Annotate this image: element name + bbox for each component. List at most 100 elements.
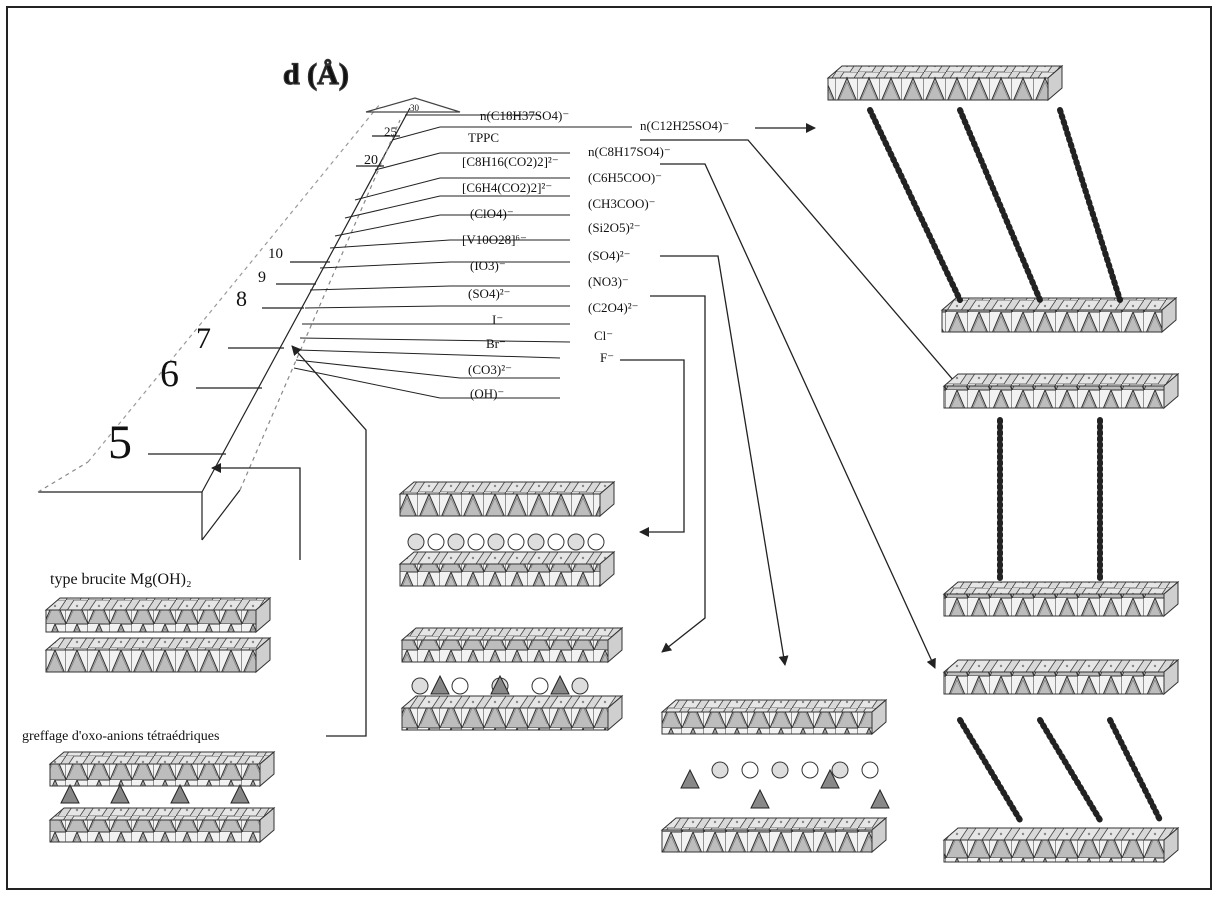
tetrahedral-oxoanion — [110, 783, 130, 804]
anion-label: n(C8H17SO4)⁻ — [588, 144, 671, 159]
interlayer-anion — [487, 533, 505, 551]
arrow-to-halide-structure — [620, 359, 685, 537]
arrow-to-so4-tetra-structure — [660, 255, 789, 666]
anion-label: TPPC — [468, 130, 499, 145]
surfactant-chain — [1057, 107, 1123, 303]
tick-label-20: 20 — [364, 153, 378, 168]
anion-label: (C2O4)²⁻ — [588, 300, 638, 315]
layer-structures — [44, 64, 1180, 864]
ldh-layer — [942, 580, 1180, 618]
ldh-layer — [940, 296, 1178, 334]
ldh-layer — [398, 550, 616, 588]
tetrahedral-oxoanion — [490, 674, 510, 695]
interlayer-anion — [861, 761, 879, 779]
tick-label-30: 30 — [410, 103, 420, 113]
interlayer-anion — [771, 761, 789, 779]
ldh-layer — [400, 626, 624, 664]
ldh-layer — [826, 64, 1064, 102]
anion-labels-left: n(C18H37SO4)⁻ TPPC [C8H16(CO2)2]²⁻ [C6H4… — [462, 108, 569, 401]
interlayer-anion — [547, 533, 565, 551]
arrow-to-c8-structure — [660, 163, 936, 669]
surfactant-chain — [957, 107, 1043, 303]
tetrahedral-oxoanion — [550, 674, 570, 695]
tick-label-6: 6 — [160, 353, 179, 395]
interlayer-anion — [587, 533, 605, 551]
interlayer-anion — [507, 533, 525, 551]
anion-label: [V10O28]⁶⁻ — [462, 232, 527, 247]
interlayer-anion — [467, 533, 485, 551]
tetrahedral-oxoanion — [870, 788, 890, 809]
anion-label: n(C12H25SO4)⁻ — [640, 118, 729, 133]
ldh-layer — [400, 694, 624, 732]
anion-label: (C6H5COO)⁻ — [588, 170, 662, 185]
interlayer-anion — [801, 761, 819, 779]
interlayer-anion — [571, 677, 589, 695]
anion-label: Br⁻ — [486, 336, 506, 351]
arrow-brucite — [211, 463, 301, 560]
interlayer-anion — [711, 761, 729, 779]
interlayer-anion — [407, 533, 425, 551]
interlayer-anion — [741, 761, 759, 779]
tetrahedral-oxoanion — [680, 768, 700, 789]
surfactant-chain — [867, 107, 963, 303]
tick-label-25: 25 — [384, 124, 397, 139]
interlayer-anion — [831, 761, 849, 779]
ldh-layer — [942, 372, 1180, 410]
ldh-layer — [942, 826, 1180, 864]
anion-labels-right: n(C12H25SO4)⁻ n(C8H17SO4)⁻ (C6H5COO)⁻ (C… — [588, 118, 729, 365]
arrows — [211, 123, 961, 737]
leader-lines — [293, 114, 632, 399]
surfactant-chain — [1107, 717, 1163, 823]
axis-title: d (Å) — [283, 58, 349, 91]
ldh-layer — [660, 698, 888, 736]
ldh-layer — [942, 658, 1180, 696]
arrow-to-no3-structure — [650, 295, 706, 653]
interlayer-anion — [567, 533, 585, 551]
brucite-layer — [44, 596, 272, 634]
tick-label-5: 5 — [108, 416, 132, 469]
tetrahedral-oxoanion — [60, 783, 80, 804]
grafted-layer — [48, 750, 276, 788]
anion-label: (SO4)²⁻ — [468, 286, 511, 301]
caption-brucite: type brucite Mg(OH)₂ — [50, 571, 192, 588]
arrow-grafting — [291, 345, 367, 737]
interlayer-anion — [447, 533, 465, 551]
interlayer-anion — [451, 677, 469, 695]
tetrahedral-oxoanion — [750, 788, 770, 809]
anion-label: (IO3)⁻ — [470, 258, 506, 273]
interlayer-anion — [411, 677, 429, 695]
anion-label: (ClO4)⁻ — [470, 206, 514, 221]
anion-label: [C8H16(CO2)2]²⁻ — [462, 154, 559, 169]
interlayer-anion — [427, 533, 445, 551]
interlayer-anion — [531, 677, 549, 695]
caption-grafting: greffage d'oxo-anions tétraédriques — [22, 729, 219, 744]
anion-label: (Si2O5)²⁻ — [588, 220, 641, 235]
anion-label: n(C18H37SO4)⁻ — [480, 108, 569, 123]
axis-frame — [37, 97, 461, 541]
anion-label: F⁻ — [600, 350, 614, 365]
anion-label: (SO4)²⁻ — [588, 248, 631, 263]
anion-label: (CH3COO)⁻ — [588, 196, 656, 211]
anion-label: I⁻ — [492, 312, 503, 327]
anion-label: (OH)⁻ — [470, 386, 504, 401]
anion-label: Cl⁻ — [594, 328, 613, 343]
axis-tick-labels: 5 6 7 8 9 10 20 25 30 — [108, 103, 420, 469]
ldh-layer — [660, 816, 888, 854]
surfactant-chain — [1037, 717, 1103, 823]
anion-label: (NO3)⁻ — [588, 274, 629, 289]
tick-label-7: 7 — [196, 322, 211, 355]
tetrahedral-oxoanion — [170, 783, 190, 804]
brucite-layer — [44, 636, 272, 674]
ldh-layer — [398, 480, 616, 518]
surfactant-chain — [957, 717, 1023, 823]
axis-ticks — [148, 135, 400, 455]
tetrahedral-oxoanion — [430, 674, 450, 695]
tick-label-8: 8 — [236, 286, 247, 311]
tetrahedral-oxoanion — [820, 768, 840, 789]
interlayer-anion — [527, 533, 545, 551]
grafted-layer — [48, 806, 276, 844]
tick-label-9: 9 — [258, 269, 266, 286]
anion-label: [C6H4(CO2)2]²⁻ — [462, 180, 552, 195]
figure-frame — [6, 6, 1212, 890]
